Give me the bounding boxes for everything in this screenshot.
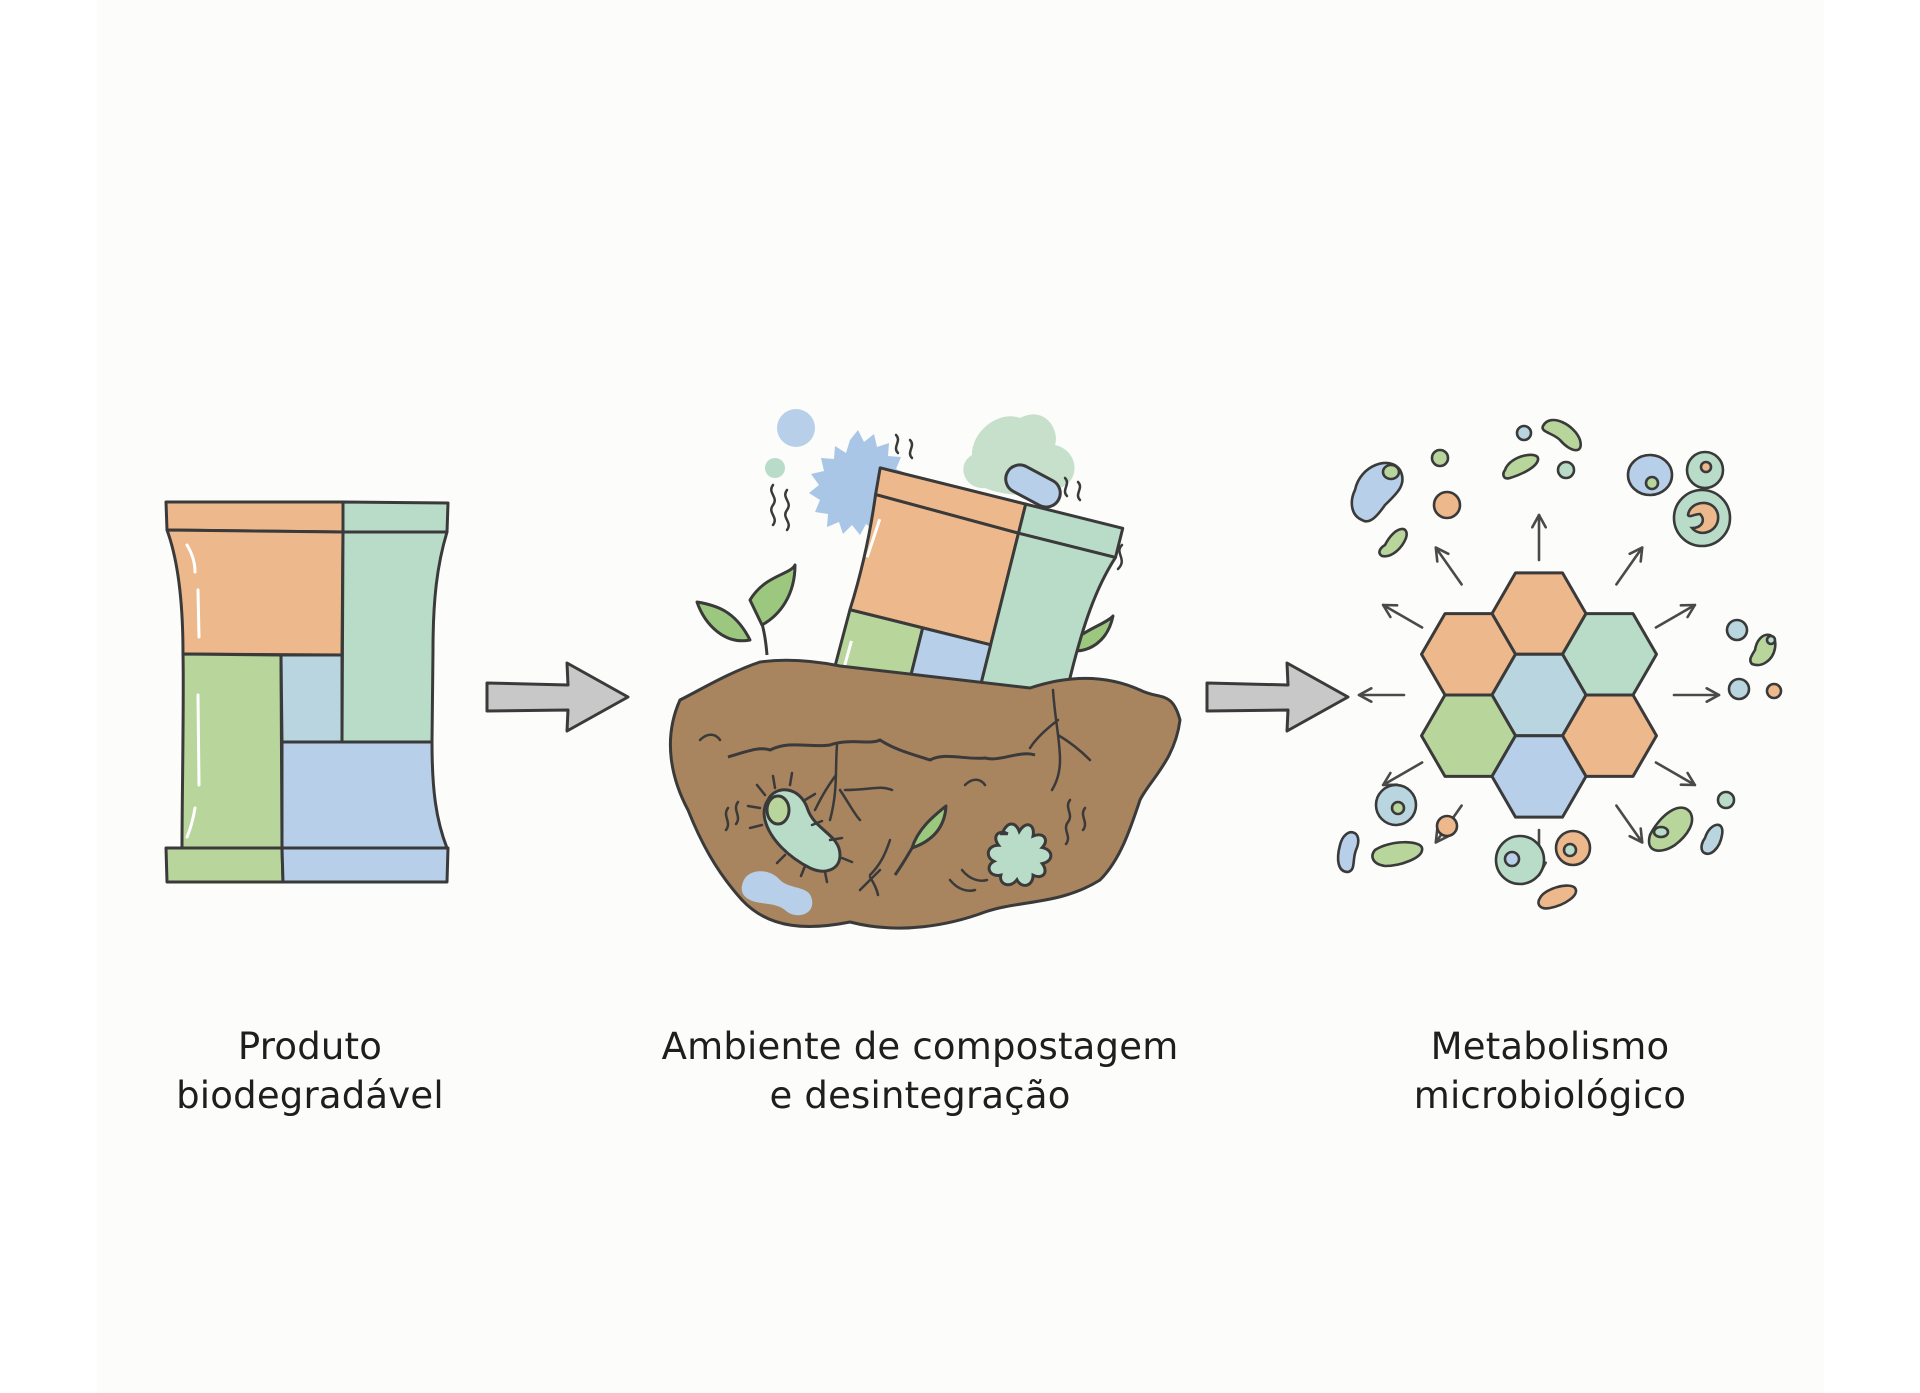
microbe-cluster-top-right [1626, 450, 1732, 548]
bag-highlights [185, 543, 201, 839]
leaf-in-soil [893, 804, 948, 876]
packaging-bag-icon [164, 500, 450, 884]
microbe-cluster-bottom [1494, 829, 1592, 910]
sprout-left [695, 563, 797, 656]
caption-line: e desintegração [769, 1074, 1071, 1117]
ray-arrow-icon [1531, 513, 1547, 562]
ray-arrow-icon [1357, 686, 1406, 704]
water-blob [741, 871, 813, 916]
microbe-cluster-top-left [1350, 448, 1462, 558]
hex-bottom [1490, 734, 1588, 819]
arrow-right-icon [485, 661, 630, 733]
bag-panel-blue [280, 740, 449, 850]
ray-arrow-icon [1654, 761, 1697, 787]
bag-bottom-seal-right [280, 846, 450, 884]
ray-arrow-icon [1381, 761, 1424, 787]
caption-line: Metabolismo [1430, 1025, 1670, 1068]
ray-arrow-icon [1615, 546, 1644, 586]
odor-lines [770, 433, 1124, 580]
bag-panel-lightblue [279, 653, 344, 744]
bag-panel-green [180, 652, 284, 850]
amoeba-microbe [986, 822, 1053, 887]
hexagon-cluster-microbes-icon [1336, 418, 1783, 910]
hexagon-cluster [1420, 571, 1658, 819]
blob-mint-small [765, 458, 785, 478]
blob-mint [963, 414, 1075, 496]
step-caption-composting: Ambiente de compostagem e desintegração [610, 1022, 1230, 1120]
roots [813, 688, 1092, 897]
radiating-arrows [1357, 513, 1721, 877]
caption-line: microbiológico [1413, 1074, 1687, 1117]
ray-arrow-icon [1654, 603, 1697, 629]
caption-line: biodegradável [176, 1074, 444, 1117]
step-caption-product: Produto biodegradável [110, 1022, 510, 1120]
blob-blue [777, 409, 815, 447]
ray-arrow-icon [1381, 603, 1424, 629]
microbe-cluster-bottom-right [1647, 790, 1736, 856]
microbe-cluster-right [1725, 618, 1783, 701]
arrow-right-icon [1205, 661, 1350, 733]
ray-arrow-icon [1615, 804, 1644, 844]
bag-bottom-seal-left [164, 846, 285, 884]
bag-top-seal-left [164, 500, 345, 534]
ray-arrow-icon [1672, 686, 1721, 704]
bean-microbe [746, 771, 854, 884]
bag-in-soil-icon [668, 409, 1182, 930]
ray-arrow-icon [1434, 546, 1463, 586]
microbe-cluster-bottom-left [1336, 783, 1459, 874]
pill-microbe [1004, 463, 1062, 509]
caption-line: Ambiente de compostagem [661, 1025, 1179, 1068]
step-caption-metabolism: Metabolismo microbiológico [1350, 1022, 1750, 1120]
caption-line: Produto [237, 1025, 383, 1068]
soil-surface-line [727, 738, 1036, 762]
bag-top-seal-right [341, 500, 450, 534]
bag-panel-mint [340, 530, 449, 744]
microbe-cluster-top [1502, 418, 1582, 480]
soil-squiggles [698, 733, 1087, 892]
bag-panel-orange [165, 528, 345, 657]
